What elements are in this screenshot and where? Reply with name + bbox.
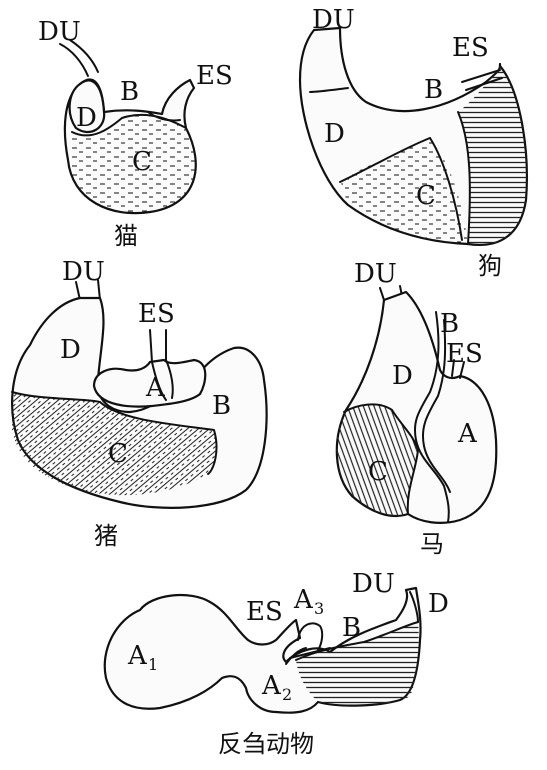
pig-esophagus-left xyxy=(149,329,153,363)
pig-esophagus-inner-1 xyxy=(151,361,167,401)
pig-label-d: D xyxy=(60,335,81,365)
pig-fundic-gland-shading xyxy=(12,392,217,496)
horse-margo-plicatus-2 xyxy=(422,319,451,493)
horse-esophagus-left xyxy=(451,359,455,377)
pig-duodenum-line-left xyxy=(75,281,81,301)
ruminant-orifice-line xyxy=(289,647,331,659)
horse-label-d: D xyxy=(392,361,413,391)
dog-caption: 狗 xyxy=(478,252,502,280)
horse-esophagus-right xyxy=(459,361,465,379)
pig-label-es: ES xyxy=(138,299,175,329)
ruminant-label-a3: A xyxy=(293,585,314,615)
pig-region-boundary xyxy=(11,391,218,475)
dog-inner-boundary xyxy=(429,137,463,241)
cat-label-du: DU xyxy=(38,17,81,47)
dog-duodenum-boundary xyxy=(309,87,349,93)
pig-label-c: C xyxy=(108,439,128,469)
pig-label-a: A xyxy=(145,373,166,403)
cat-cardia-line xyxy=(147,111,181,122)
ruminant-omasum-boundary xyxy=(295,621,419,661)
ruminant-a3-bulge xyxy=(297,622,324,651)
horse-region-boundary xyxy=(343,403,419,515)
ruminant-label-du: DU xyxy=(352,569,395,599)
pig-label-b: B xyxy=(212,391,231,421)
horse-label-c: C xyxy=(368,457,388,487)
horse-label-a: A xyxy=(457,419,478,449)
dog-pylorus-boundary xyxy=(457,111,471,245)
dog-label-d: D xyxy=(324,119,345,149)
ruminant-abomasum-hatching xyxy=(296,622,419,705)
pig-stomach-diagram: DU ES D A B C 猪 xyxy=(11,257,268,550)
dog-label-c: C xyxy=(416,181,436,211)
ruminant-label-b: B xyxy=(342,613,361,643)
cat-caption: 猫 xyxy=(114,222,138,250)
cat-fundus-shading xyxy=(68,114,196,214)
horse-label-b: B xyxy=(440,309,459,339)
pig-esophagus-inner-2 xyxy=(165,359,174,399)
dog-label-du: DU xyxy=(312,5,355,35)
horse-caption: 马 xyxy=(420,530,444,558)
cat-duodenal-region xyxy=(68,79,106,134)
pig-label-du: DU xyxy=(62,257,105,287)
cat-duodenum-line-outer xyxy=(59,43,89,77)
horse-glandular-shading xyxy=(336,404,418,516)
ruminant-label-a2-sub: 2 xyxy=(282,685,292,704)
ruminant-label-a1-sub: 1 xyxy=(148,655,158,674)
dog-pyloric-hatching xyxy=(458,66,527,245)
horse-label-es: ES xyxy=(446,339,483,369)
ruminant-stomach-diagram: A 1 A 2 A 3 ES B DU D 反刍动物 xyxy=(103,569,449,758)
cat-label-c: C xyxy=(132,147,152,177)
ruminant-label-d: D xyxy=(428,589,449,619)
pig-caption: 猪 xyxy=(94,522,118,550)
ruminant-label-a2: A xyxy=(261,671,282,701)
pig-cardiac-region xyxy=(92,358,207,408)
ruminant-caption: 反刍动物 xyxy=(218,730,314,758)
horse-margo-plicatus xyxy=(414,311,450,523)
ruminant-a2-boundary xyxy=(285,647,307,665)
cat-label-b: B xyxy=(120,77,139,107)
dog-stomach-diagram: DU ES B D C 狗 xyxy=(298,5,528,280)
cat-duodenum-line-inner xyxy=(69,39,99,73)
dog-label-es: ES xyxy=(452,33,489,63)
horse-stomach-diagram: DU B ES D A C 马 xyxy=(335,259,498,558)
ruminant-label-a1: A xyxy=(127,641,148,671)
dog-cardia-line xyxy=(461,69,501,83)
dog-label-b: B xyxy=(424,75,443,105)
cat-stomach-diagram: DU D B ES C 猫 xyxy=(38,17,233,250)
ruminant-duodenum-line xyxy=(409,591,419,623)
ruminant-label-a3-sub: 3 xyxy=(314,599,324,618)
pig-duodenum-line-right xyxy=(97,279,101,301)
dog-cardia-line-2 xyxy=(465,77,503,91)
cat-label-d: D xyxy=(76,103,97,133)
dog-body-boundary xyxy=(339,137,431,183)
horse-label-du: DU xyxy=(354,259,397,289)
cat-label-es: ES xyxy=(196,61,233,91)
horse-duodenum-line-left xyxy=(379,287,385,301)
ruminant-label-es: ES xyxy=(246,597,283,627)
